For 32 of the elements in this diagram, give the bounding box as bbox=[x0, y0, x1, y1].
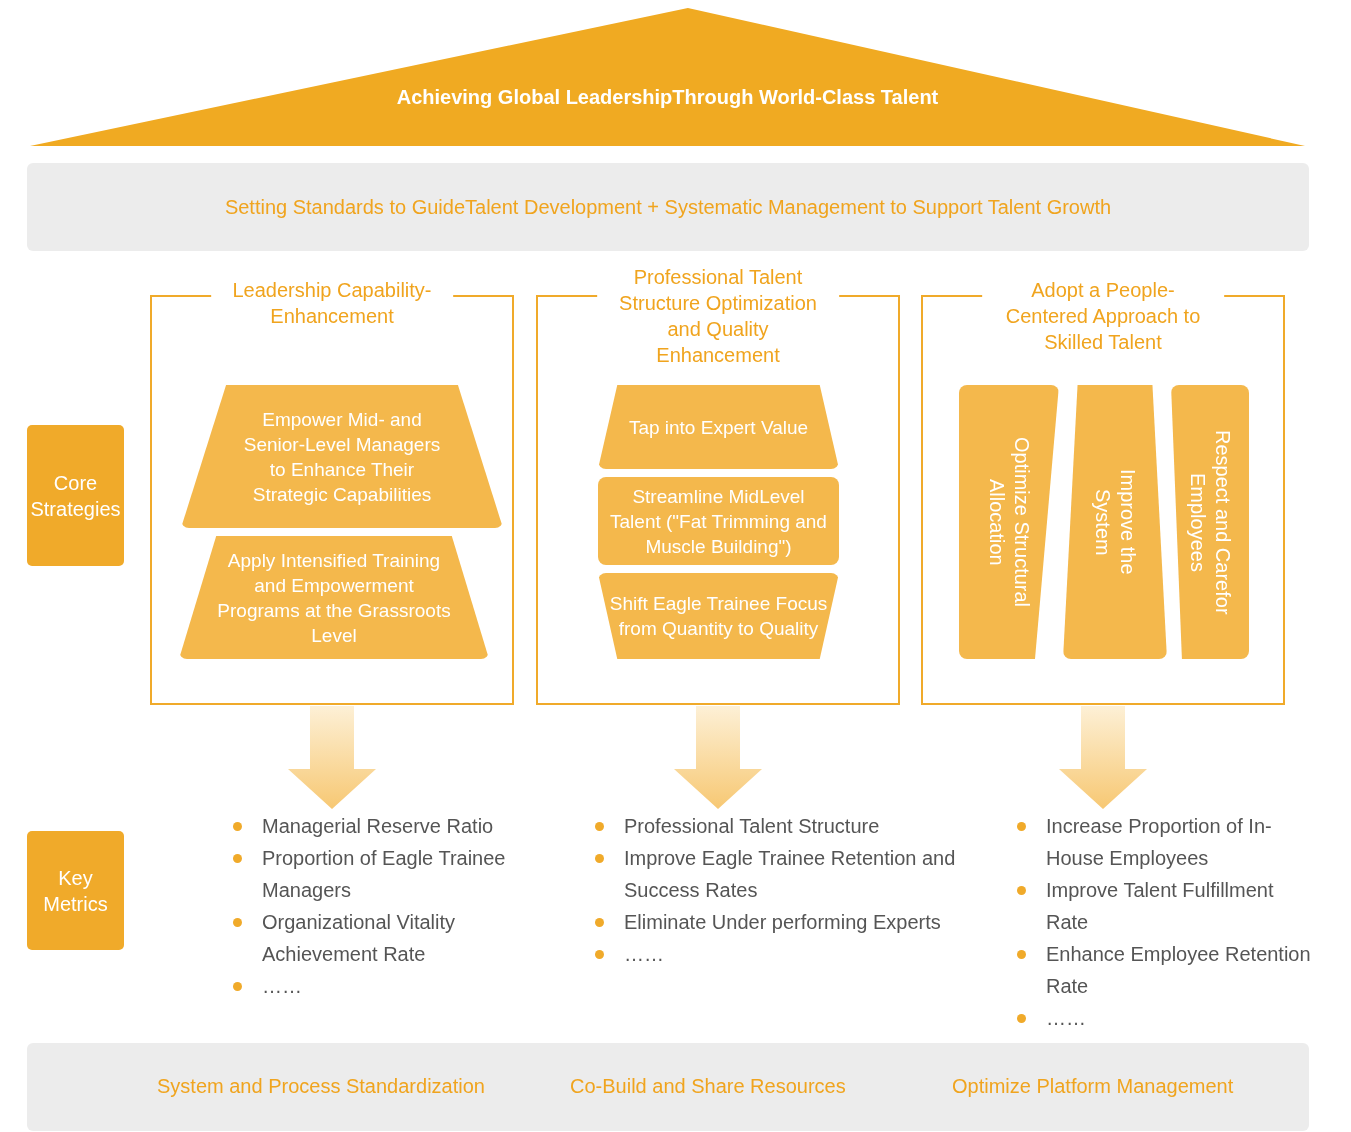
block-arrow bbox=[288, 706, 376, 809]
trapezoid-box: Tap into Expert Value bbox=[598, 385, 839, 469]
roof-title: Achieving Global LeadershipThrough World-Class Talent bbox=[395, 86, 940, 109]
vertical-text: Optimize Structural Allocation bbox=[985, 435, 1034, 610]
trapezoid-box: Apply Intensified Training and Empowerment Programs at the Grassroots Level bbox=[179, 536, 489, 659]
bullet-item: Proportion of Eagle Trainee Managers bbox=[230, 842, 560, 906]
bullet-item: Professional Talent Structure bbox=[592, 810, 982, 842]
bullet-item: Organizational Vitality Achievement Rate bbox=[230, 906, 560, 970]
slanted-panel bbox=[959, 385, 1059, 659]
banner-band: Setting Standards to GuideTalent Development + Systematic Management to Support Talent Growth bbox=[27, 163, 1309, 251]
bullet-item: Managerial Reserve Ratio bbox=[230, 810, 560, 842]
vertical-text: Improve the System bbox=[1091, 468, 1140, 577]
bullet-item: …… bbox=[592, 938, 982, 970]
bullet-item: …… bbox=[1014, 1002, 1314, 1034]
footer-text: Co-Build and Share Resources bbox=[570, 1075, 846, 1098]
footer-text: Optimize Platform Management bbox=[952, 1075, 1234, 1098]
label-box: Core Strategies bbox=[27, 425, 124, 566]
bullet-item: Increase Proportion of In-House Employees bbox=[1014, 810, 1314, 874]
trapezoid-box: Empower Mid- and Senior-Level Managers to Enhance Their Strategic Capabilities bbox=[181, 385, 503, 528]
vertical-text: Respect and Carefor Employees bbox=[1186, 428, 1235, 617]
bullet-item: Improve Talent Fulfillment Rate bbox=[1014, 874, 1314, 938]
rectangle-box: Streamline MidLevel Talent ("Fat Trimming and Muscle Building") bbox=[598, 477, 839, 565]
trapezoid-box: Shift Eagle Trainee Focus from Quantity to Quality bbox=[598, 573, 839, 659]
label-box: Key Metrics bbox=[27, 831, 124, 950]
slanted-panel bbox=[1171, 385, 1249, 659]
block-arrow bbox=[1059, 706, 1147, 809]
bullet-item: Eliminate Under performing Experts bbox=[592, 906, 982, 938]
bullet-item: Enhance Employee Retention Rate bbox=[1014, 938, 1314, 1002]
block-arrow bbox=[674, 706, 762, 809]
bullet-item: …… bbox=[230, 970, 560, 1002]
bullet-item: Improve Eagle Trainee Retention and Success Rates bbox=[592, 842, 982, 906]
footer-text: System and Process Standardization bbox=[157, 1075, 485, 1098]
